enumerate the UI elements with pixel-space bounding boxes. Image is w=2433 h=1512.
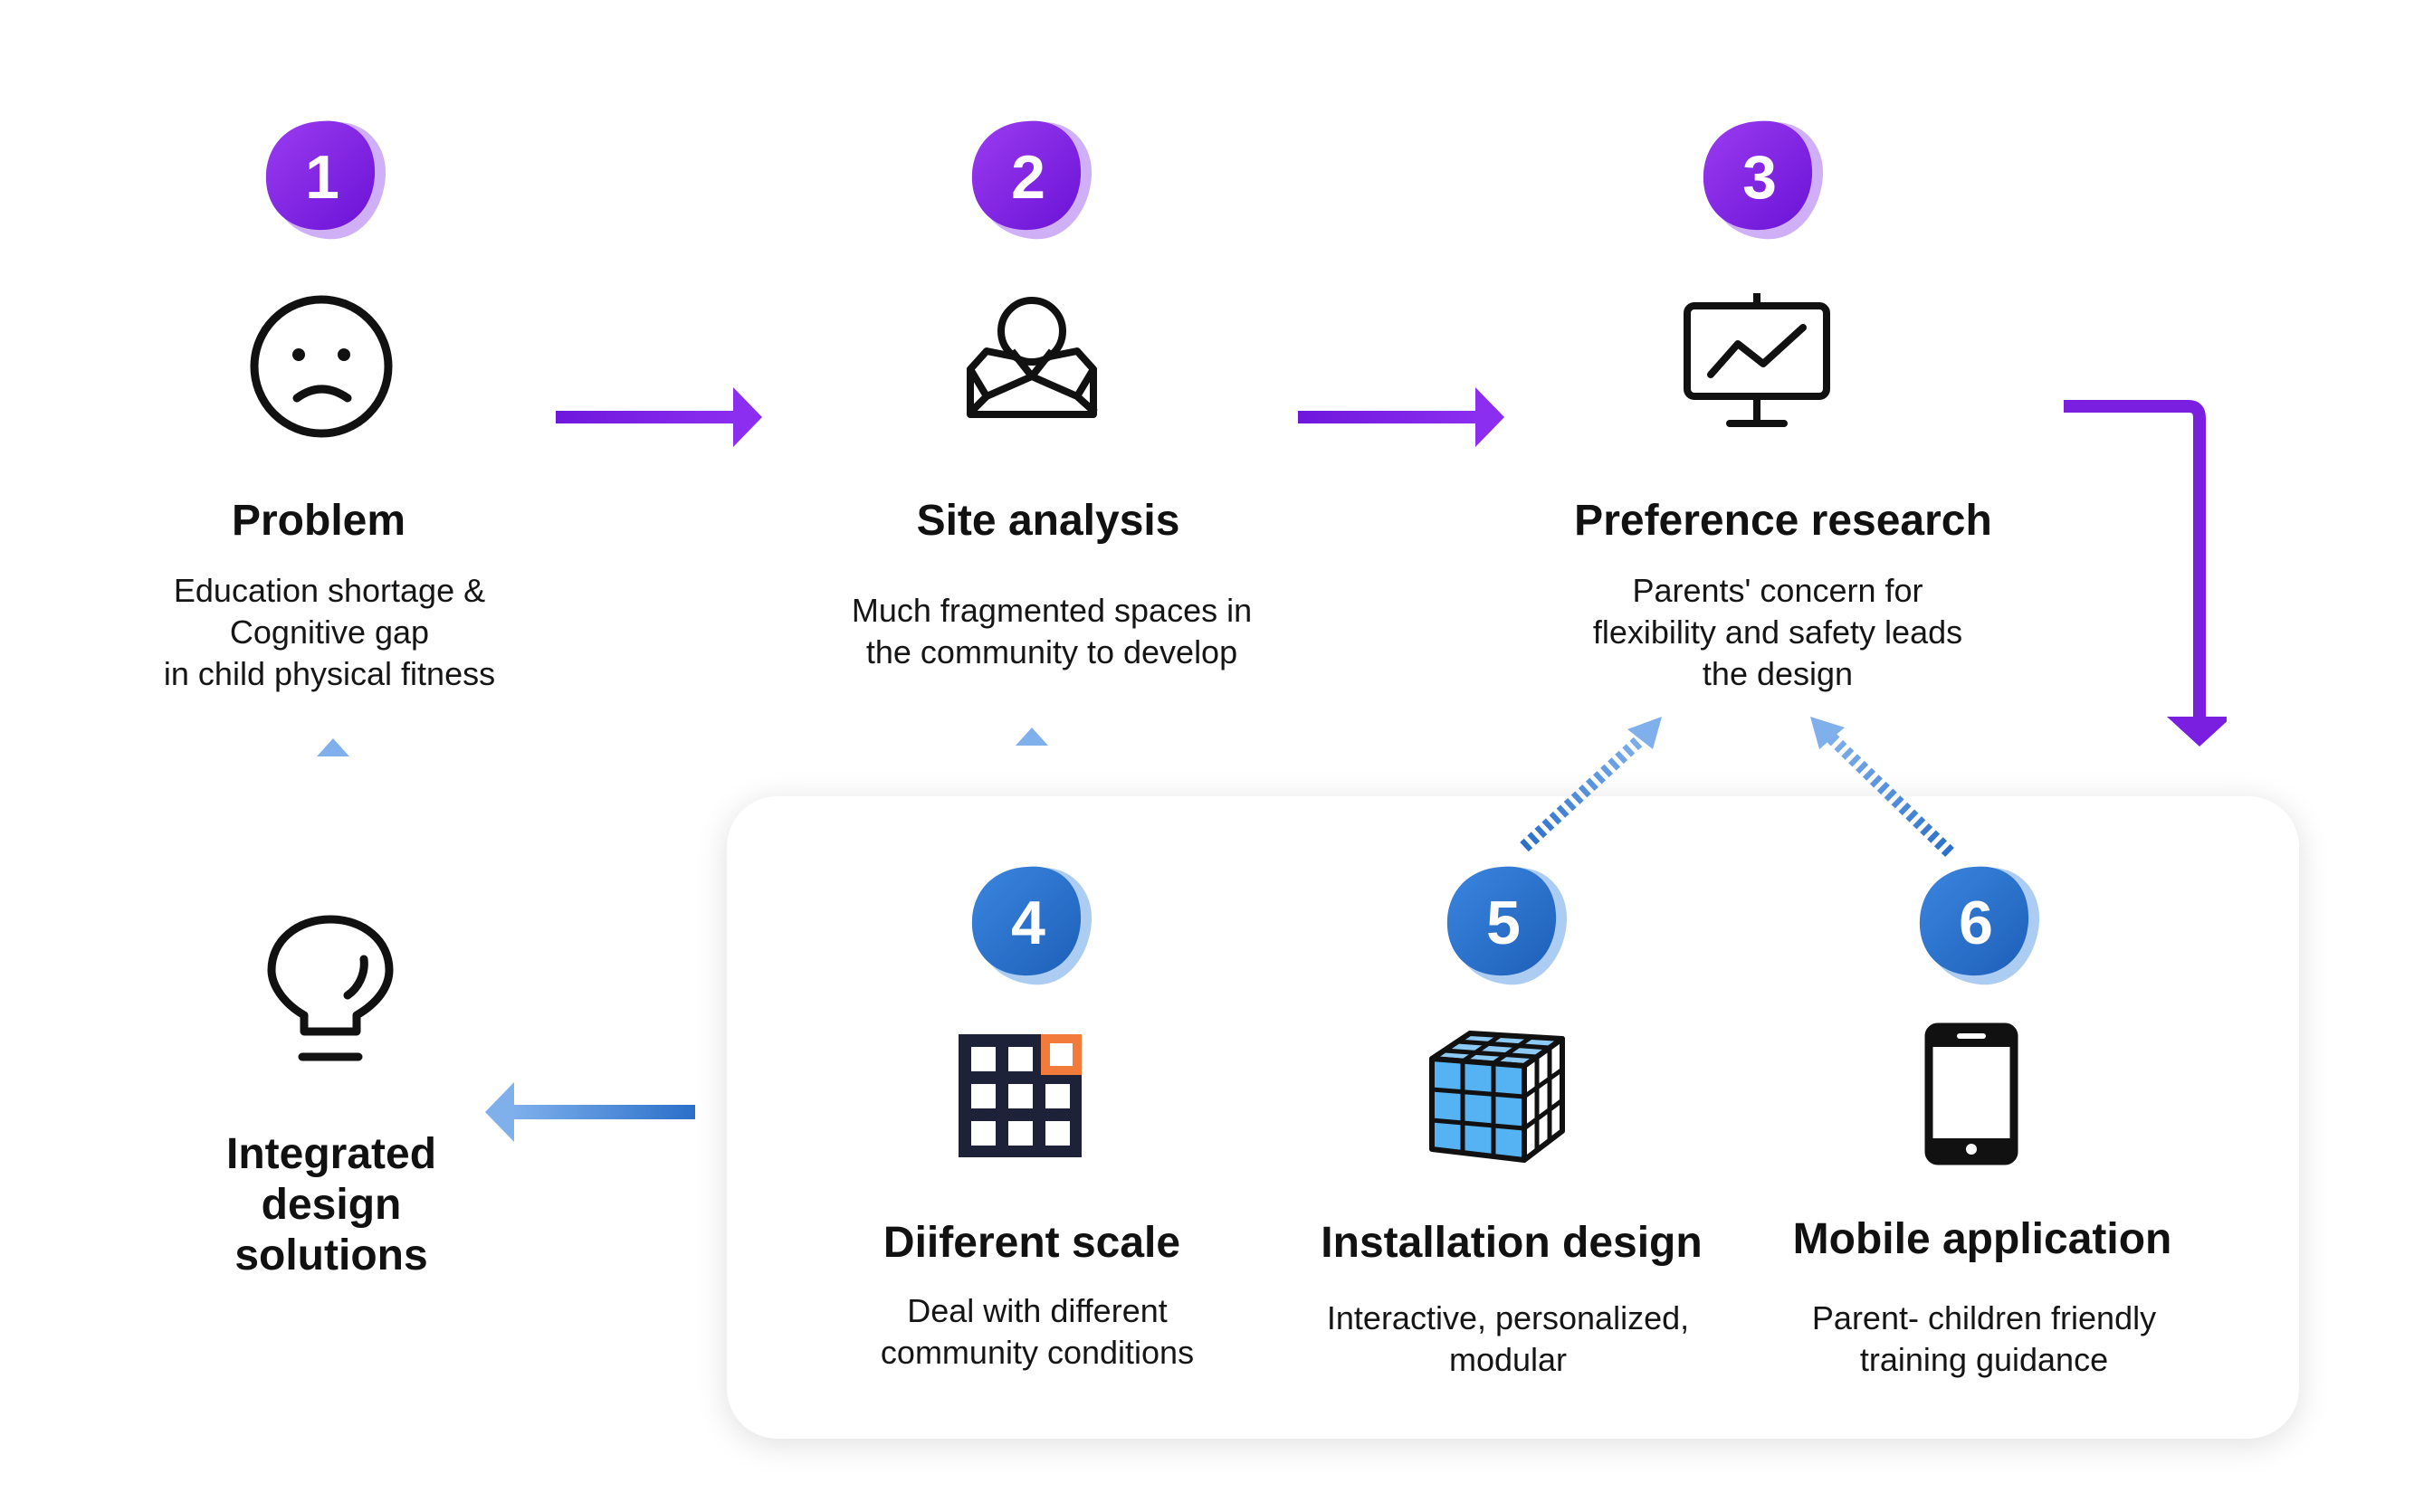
step-2-badge: 2 — [967, 116, 1102, 252]
step-1-number: 1 — [305, 143, 339, 212]
presentation-chart-icon — [1684, 293, 1830, 427]
step-4-title: Diiferent scale — [883, 1219, 1181, 1267]
dashed-arrow-5-to-3 — [1520, 717, 1662, 852]
step-2-title: Site analysis — [916, 497, 1180, 545]
arrow-3-down — [2064, 400, 2227, 746]
step-1-badge: 1 — [261, 116, 396, 252]
lightbulb-icon — [267, 915, 394, 1061]
arrow-1-to-2 — [556, 387, 762, 447]
step-6-title: Mobile application — [1792, 1215, 2172, 1263]
step-4-number: 4 — [1011, 889, 1045, 957]
step-6-number: 6 — [1959, 889, 1993, 957]
cube-icon — [1429, 1031, 1565, 1163]
step-4-description: Deal with different community conditions — [880, 1292, 1195, 1371]
result-title: Integrated design solutions — [225, 1130, 437, 1279]
dashed-arrow-6-to-3 — [1810, 717, 1954, 858]
dashed-arrow-4-to-2 — [1016, 727, 1048, 838]
step-5-description: Interactive, personalized, modular — [1326, 1299, 1690, 1378]
step-2-number: 2 — [1011, 143, 1045, 212]
step-6-badge: 6 — [1914, 861, 2050, 997]
step-4-badge: 4 — [967, 861, 1102, 997]
site-person-icon — [967, 297, 1098, 418]
step-3-badge: 3 — [1698, 116, 1834, 252]
arrow-to-result — [485, 1082, 695, 1142]
dashed-arrow-result-to-1 — [317, 738, 349, 869]
sad-face-icon — [250, 295, 393, 438]
smartphone-icon — [1924, 1022, 2018, 1165]
step-6-description: Parent- children friendly training guida… — [1811, 1299, 2157, 1378]
arrow-2-to-3 — [1298, 387, 1504, 447]
step-3-number: 3 — [1742, 143, 1777, 212]
step-2-description: Much fragmented spaces in the community … — [851, 592, 1253, 670]
step-5-title: Installation design — [1321, 1219, 1703, 1267]
step-5-number: 5 — [1486, 889, 1521, 957]
step-1-description: Education shortage & Cognitive gap in ch… — [163, 572, 496, 692]
step-3-description: Parents' concern for flexibility and saf… — [1592, 572, 1963, 692]
grid-scale-icon — [959, 1034, 1082, 1157]
step-3-title: Preference research — [1574, 497, 1992, 545]
step-5-badge: 5 — [1442, 861, 1578, 997]
step-1-title: Problem — [231, 497, 406, 545]
